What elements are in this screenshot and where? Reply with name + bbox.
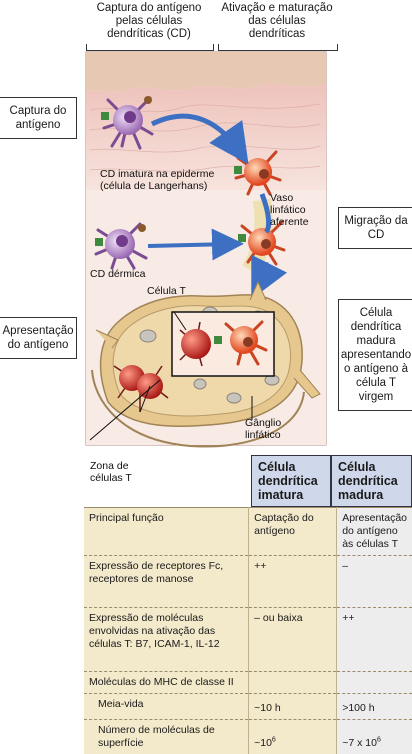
table-row: Meia-vida ~10 h >100 h — [84, 694, 412, 720]
cell-mature: >100 h — [337, 694, 412, 720]
arrow-dermal-to-vessel — [148, 244, 232, 246]
label-lymph-vessel: Vaso linfático aferente — [270, 192, 330, 228]
label-t-cell: Célula T — [147, 285, 207, 297]
cell-immature: ++ — [249, 556, 337, 608]
cell-immature: – ou baixa — [249, 608, 337, 672]
table-row: Expressão de receptores Fc, receptores d… — [84, 556, 412, 608]
label-dermal-dc: CD dérmica — [90, 268, 170, 280]
cell-immature: Captação do antígeno — [249, 508, 337, 556]
col-header-mature: Célula dendrítica madura — [331, 455, 412, 507]
col-header-immature: Célula dendrítica imatura — [251, 455, 331, 507]
cell-immature: ~106 — [249, 720, 337, 754]
dc-diagram — [0, 0, 412, 500]
cell-mature — [337, 672, 412, 694]
table-row: Expressão de moléculas envolvidas na ati… — [84, 608, 412, 672]
row-label: Principal função — [84, 508, 249, 556]
row-label: Expressão de moléculas envolvidas na ati… — [84, 608, 249, 672]
row-label: Expressão de receptores Fc, receptores d… — [84, 556, 249, 608]
table-row: Número de moléculas de superfície ~106 ~… — [84, 720, 412, 754]
label-immature-dc: CD imatura na epiderme (célula de Langer… — [100, 168, 220, 192]
cell-immature: ~10 h — [249, 694, 337, 720]
row-label: Meia-vida — [84, 694, 249, 720]
label-lymph-node: Gânglio linfático — [245, 417, 315, 441]
cell-mature: ++ — [337, 608, 412, 672]
label-t-cell-zone: Zona de células T — [90, 460, 160, 484]
cell-mature: ~7 x 106 — [337, 720, 412, 754]
cell-mature: Apresentação do antígeno às células T — [337, 508, 412, 556]
cell-mature: – — [337, 556, 412, 608]
row-label: Número de moléculas de superfície — [84, 720, 249, 754]
row-label: Moléculas do MHC de classe II — [84, 672, 249, 694]
dc-comparison-table: Principal função Captação do antígeno Ap… — [84, 507, 412, 754]
table-row: Moléculas do MHC de classe II — [84, 672, 412, 694]
table-row: Principal função Captação do antígeno Ap… — [84, 508, 412, 556]
cell-immature — [249, 672, 337, 694]
